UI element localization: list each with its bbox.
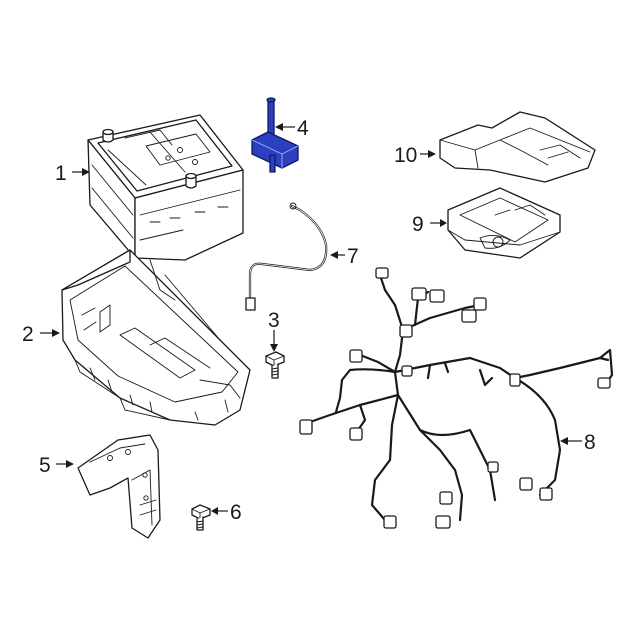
callout-5[interactable]: 5 <box>39 454 51 477</box>
callout-3[interactable]: 3 <box>268 309 280 332</box>
callout-6[interactable]: 6 <box>230 501 242 524</box>
bolt-part-6[interactable] <box>191 504 211 531</box>
battery-cable-part[interactable] <box>245 202 328 311</box>
battery-tray-part[interactable] <box>61 249 251 426</box>
callout-10[interactable]: 10 <box>394 144 417 167</box>
battery-part[interactable] <box>87 114 244 261</box>
callout-4[interactable]: 4 <box>297 117 309 140</box>
bolt-part-3[interactable] <box>265 351 285 379</box>
callout-leaders <box>40 123 582 515</box>
callout-8[interactable]: 8 <box>584 431 596 454</box>
callout-1[interactable]: 1 <box>55 162 67 185</box>
bracket-part[interactable] <box>77 434 161 539</box>
battery-cover-part[interactable] <box>439 111 596 183</box>
callout-7[interactable]: 7 <box>347 245 359 268</box>
battery-tray-insert-part[interactable] <box>447 187 561 259</box>
battery-hold-down-part[interactable] <box>251 97 299 173</box>
callout-9[interactable]: 9 <box>412 213 424 236</box>
wiring-harness-part[interactable] <box>299 267 614 529</box>
callout-2[interactable]: 2 <box>22 323 34 346</box>
